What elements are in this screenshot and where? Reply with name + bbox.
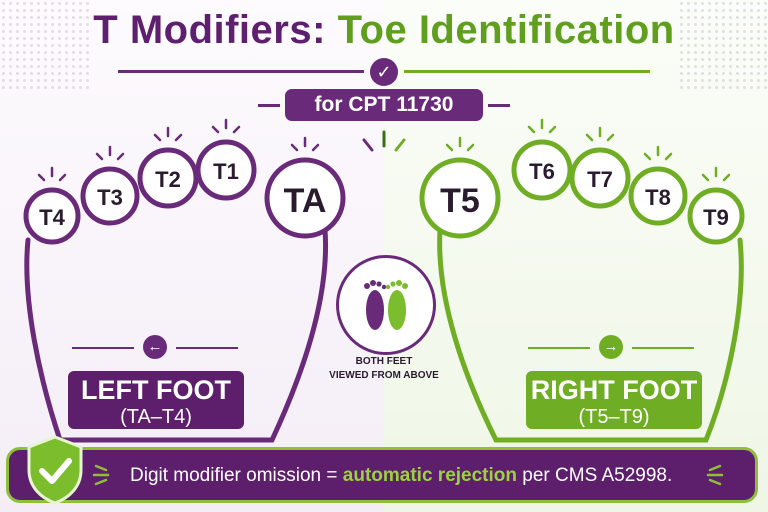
right-arrow-row: → bbox=[528, 335, 694, 361]
title-rule-left bbox=[118, 70, 364, 73]
toe-t2 bbox=[137, 147, 199, 209]
right-foot-outline bbox=[437, 227, 744, 443]
footer-text: Digit modifier omission = automatic reje… bbox=[130, 465, 672, 487]
toe-label-t7: T7 bbox=[587, 167, 613, 192]
title-part-2: Toe Identification bbox=[337, 8, 675, 52]
check-icon: ✓ bbox=[370, 58, 398, 86]
right-arrow-line-b bbox=[632, 347, 694, 349]
shield-check-icon bbox=[27, 435, 83, 505]
right-foot-range: (T5–T9) bbox=[578, 406, 650, 428]
footer-text-before: Digit modifier omission = bbox=[130, 465, 338, 486]
toe-label-ta: TA bbox=[284, 182, 327, 220]
footer-bar bbox=[6, 447, 758, 503]
left-toes: T4 T3 T2 T1 TA bbox=[23, 139, 346, 245]
dot-pattern-top-right bbox=[678, 0, 768, 90]
toe-t1 bbox=[195, 139, 257, 201]
left-arrow-line-b bbox=[176, 347, 238, 349]
toe-label-t4: T4 bbox=[39, 205, 65, 230]
left-foot-label: LEFT FOOT bbox=[81, 375, 231, 405]
left-foot-range: (TA–T4) bbox=[120, 406, 192, 428]
toe-t5 bbox=[419, 157, 501, 239]
title-part-1: T Modifiers: bbox=[93, 8, 326, 52]
toe-label-t2: T2 bbox=[155, 167, 181, 192]
toe-t3 bbox=[80, 166, 140, 226]
toe-label-t9: T9 bbox=[703, 205, 729, 230]
left-arrow-icon: ← bbox=[143, 335, 167, 359]
toe-label-t1: T1 bbox=[213, 159, 239, 184]
toe-t8 bbox=[628, 166, 688, 226]
toe-label-t6: T6 bbox=[529, 159, 555, 184]
left-sparkles bbox=[37, 118, 320, 182]
toe-label-t5: T5 bbox=[440, 182, 480, 220]
left-foot-box: LEFT FOOT (TA–T4) bbox=[68, 371, 244, 429]
right-foot-label: RIGHT FOOT bbox=[530, 375, 698, 405]
center-caption-line-2: VIEWED FROM ABOVE bbox=[329, 370, 439, 381]
toe-t4 bbox=[23, 187, 81, 245]
left-foot-outline bbox=[24, 227, 329, 443]
toe-ta bbox=[264, 157, 346, 239]
subtitle-badge: for CPT 11730 bbox=[285, 89, 483, 121]
footer-text-after: per CMS A52998. bbox=[522, 465, 673, 486]
center-caption-line-1: BOTH FEET bbox=[355, 356, 413, 367]
toe-label-t8: T8 bbox=[645, 185, 671, 210]
footer-text-emphasis: automatic rejection bbox=[342, 465, 517, 486]
center-caption: BOTH FEET VIEWED FROM ABOVE bbox=[316, 355, 452, 383]
title-rule-right bbox=[404, 70, 650, 73]
left-arrow-line-a bbox=[72, 347, 134, 349]
dot-pattern-top-left bbox=[0, 0, 90, 90]
page-title: T Modifiers: Toe Identification bbox=[0, 8, 768, 53]
toe-label-t3: T3 bbox=[97, 185, 123, 210]
left-arrow-row: ← bbox=[72, 335, 238, 361]
subtitle-line-right bbox=[488, 104, 510, 107]
center-sparkle bbox=[362, 130, 406, 152]
toe-t7 bbox=[569, 147, 631, 209]
right-toes: T5 T6 T7 T8 T9 bbox=[419, 139, 745, 245]
right-sparkles bbox=[445, 118, 731, 182]
footer-spark-left bbox=[92, 464, 110, 486]
right-arrow-icon: → bbox=[599, 335, 623, 359]
toe-t6 bbox=[511, 139, 573, 201]
subtitle-line-left bbox=[258, 104, 280, 107]
toe-t9 bbox=[687, 187, 745, 245]
right-arrow-line-a bbox=[528, 347, 590, 349]
footprints-icon bbox=[336, 255, 436, 355]
footer-spark-right bbox=[706, 464, 724, 486]
right-foot-box: RIGHT FOOT (T5–T9) bbox=[526, 371, 702, 429]
